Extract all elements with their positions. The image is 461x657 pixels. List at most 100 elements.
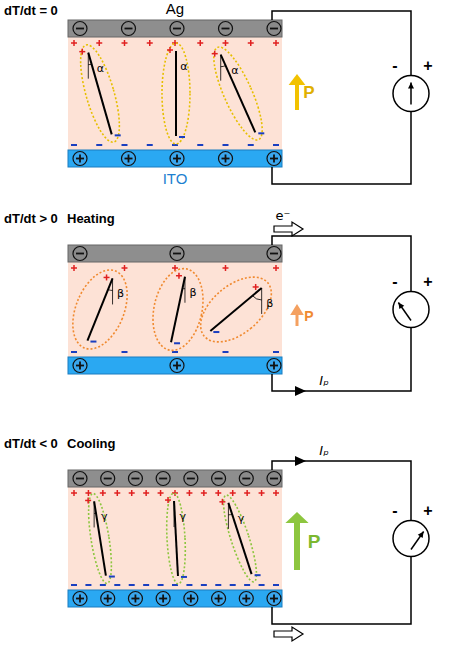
bound-charge [90, 341, 96, 343]
charge-sign [215, 478, 223, 480]
positive-charge [184, 592, 198, 606]
positive-charge [212, 592, 226, 606]
bound-charge [181, 576, 187, 578]
charge-circle [219, 152, 233, 166]
dipole [228, 503, 251, 574]
meter-needle [398, 302, 411, 320]
ammeter [393, 76, 429, 112]
charge-circle [101, 592, 115, 606]
bound-charge [122, 351, 128, 353]
charge-sign [245, 595, 247, 603]
condition-heading: Cooling [67, 437, 115, 450]
electron-flow-arrow [274, 222, 303, 236]
dipole-cone [205, 42, 272, 146]
pyroelectric-film [68, 37, 282, 150]
charge-sign [79, 155, 81, 163]
positive-charge [170, 152, 184, 166]
charge-circle [212, 472, 226, 486]
bound-charge [275, 490, 277, 496]
charge-circle [170, 359, 184, 373]
electron-flow-arrow [274, 627, 303, 641]
charge-sign [128, 155, 130, 163]
charge-sign [190, 595, 192, 603]
charge-circle [128, 472, 142, 486]
dipole-cone [165, 493, 188, 585]
dipole [174, 501, 178, 576]
polarization-arrow [295, 84, 299, 110]
charge-circle [267, 359, 281, 373]
bound-charge [122, 144, 128, 146]
angle-label: α [180, 61, 187, 72]
polarity-mark: - [392, 58, 397, 74]
electron-label: e⁻ [276, 209, 291, 222]
bound-charge [203, 490, 205, 496]
positive-charge [73, 152, 87, 166]
charge-circle [239, 472, 253, 486]
charge-circle [212, 592, 226, 606]
angle-label: γ [180, 511, 187, 522]
polarization-label: P [304, 309, 313, 323]
bound-charge [102, 490, 104, 496]
negative-charge [267, 472, 281, 486]
polarization-arrowhead [290, 304, 304, 315]
ag-electrode [68, 245, 282, 262]
charge-sign [270, 253, 278, 255]
bound-charge [189, 490, 191, 496]
bound-charge [275, 265, 277, 271]
meter-needle [411, 531, 424, 549]
angle-arc [221, 66, 226, 67]
charge-sign [125, 28, 133, 30]
negative-charge [219, 22, 233, 36]
charge-sign [225, 155, 227, 163]
polarization-arrow [296, 314, 299, 326]
charge-sign [218, 595, 220, 603]
charge-circle [267, 247, 281, 261]
meter-needle-head [418, 531, 424, 538]
charge-sign [107, 595, 109, 603]
charge-circle [170, 22, 184, 36]
bound-charge [259, 584, 265, 586]
bound-charge [96, 144, 102, 146]
ag-electrode [68, 20, 282, 37]
positive-charge [267, 592, 281, 606]
bound-charge [82, 49, 84, 55]
bound-charge [213, 331, 219, 333]
charge-sign [79, 595, 81, 603]
ammeter [393, 292, 429, 328]
bound-charge [232, 490, 234, 496]
charge-sign [273, 155, 275, 163]
bound-charge [248, 144, 254, 146]
charge-sign [270, 478, 278, 480]
charge-sign [187, 478, 195, 480]
positive-charge [122, 152, 136, 166]
positive-charge [219, 152, 233, 166]
angle-label: β [189, 286, 196, 297]
electrode-label: ITO [68, 170, 282, 187]
charge-circle [156, 592, 170, 606]
negative-charge [184, 472, 198, 486]
dipole [175, 51, 177, 136]
angle-label: γ [101, 511, 108, 522]
charge-sign [131, 478, 139, 480]
angle-arc [228, 514, 232, 516]
bound-charge [129, 584, 135, 586]
current-arrowhead [295, 386, 306, 396]
bound-charge [114, 584, 120, 586]
charge-sign [79, 362, 81, 370]
bound-charge [73, 265, 75, 271]
bound-charge [117, 490, 119, 496]
charge-sign [222, 28, 230, 30]
vertical-reference [112, 278, 113, 304]
charge-circle [122, 22, 136, 36]
positive-charge [101, 592, 115, 606]
vertical-reference [261, 288, 262, 314]
charge-sign [173, 28, 181, 30]
bound-charge [214, 51, 216, 57]
angle-arc [108, 289, 112, 291]
charge-sign [242, 478, 250, 480]
charge-circle [184, 592, 198, 606]
charge-sign [273, 595, 275, 603]
bound-charge [275, 40, 277, 46]
charge-circle [219, 22, 233, 36]
positive-charge [239, 592, 253, 606]
